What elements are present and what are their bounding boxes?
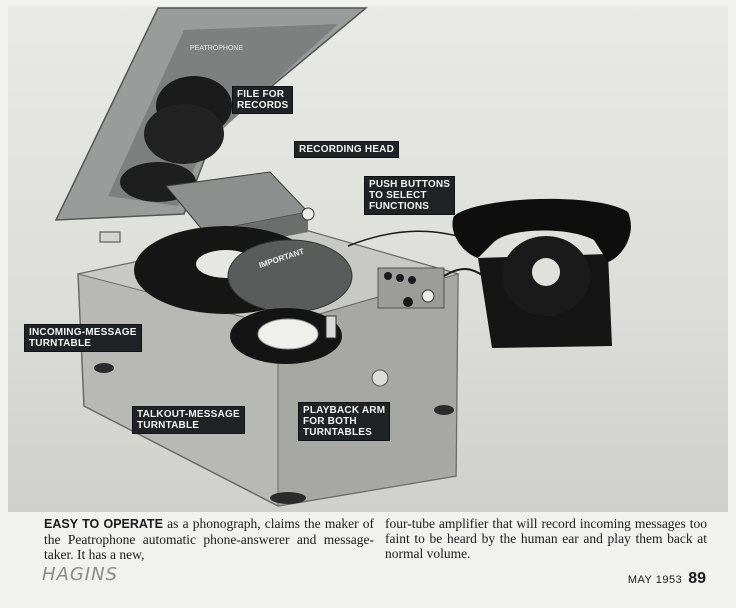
page-number: 89 [688,570,706,587]
cabinet-foot [434,405,454,415]
caption-right-column: four-tube amplifier that will record inc… [385,516,707,561]
telephone-dial-center [532,258,560,286]
cabinet-foot [94,363,114,373]
caption-right-text: four-tube amplifier that will record inc… [385,516,707,561]
talkout-record-label [257,318,319,350]
artist-signature: HAGINS [42,564,118,585]
filed-record [144,104,224,164]
lid-hinge [99,231,121,243]
push-button [396,274,404,282]
cabinet-foot [270,492,306,504]
recording-head-knob [301,207,315,221]
caption-left-text: as a phonograph, claims the maker of the… [44,516,374,562]
peatrophone-illustration: PEATROPHONE IMPORTANT [54,7,631,507]
issue-date: MAY 1953 [627,574,683,586]
callout-recording-head: RECORDING HEAD [294,141,400,158]
playback-arm [325,315,337,339]
push-button [384,272,392,280]
caption-left-column: EASY TO OPERATE as a phonograph, claims … [44,516,374,562]
push-button [408,276,416,284]
page-footer: MAY 1953 89 [628,570,706,588]
volume-knob [421,289,435,303]
caption-lead: EASY TO OPERATE [44,517,163,531]
push-button [403,297,413,307]
product-photo: PEATROPHONE IMPORTANT [8,6,728,512]
telephone-handset [452,198,631,262]
lid-brand-text: PEATROPHONE [190,45,243,52]
side-knob [371,369,389,387]
